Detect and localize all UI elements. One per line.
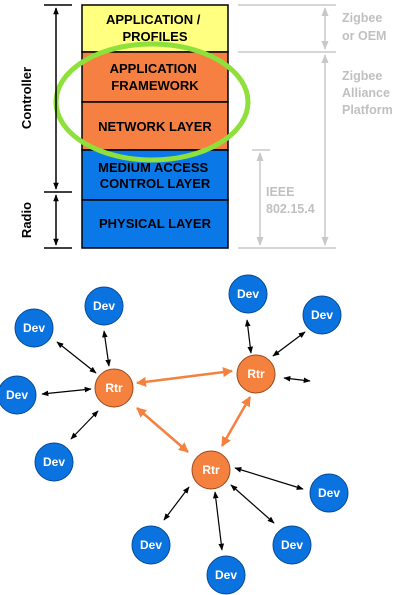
dev-link bbox=[272, 331, 306, 357]
dev-link bbox=[212, 491, 225, 551]
layer-network-box bbox=[81, 101, 229, 151]
router-node: Rtr bbox=[94, 368, 134, 408]
svg-text:Dev: Dev bbox=[43, 455, 65, 469]
rtr-link bbox=[136, 367, 233, 387]
rtr-link bbox=[136, 407, 189, 453]
dev-link bbox=[234, 467, 304, 490]
layer-framework-box bbox=[81, 51, 229, 103]
device-node: Dev bbox=[309, 473, 349, 513]
layer-framework-label: APPLICATION FRAMEWORK bbox=[110, 61, 201, 93]
svg-text:Dev: Dev bbox=[281, 538, 303, 552]
device-node: Dev bbox=[84, 286, 124, 326]
svg-text:Dev: Dev bbox=[215, 568, 237, 582]
dev-link bbox=[283, 375, 311, 384]
router-node: Rtr bbox=[236, 354, 276, 394]
dev-link bbox=[56, 341, 97, 374]
ieee-label: IEEE 802.15.4 bbox=[266, 185, 315, 216]
svg-text:Rtr: Rtr bbox=[247, 367, 265, 381]
layer-network-label: NETWORK LAYER bbox=[98, 119, 212, 134]
layer-phy-label: PHYSICAL LAYER bbox=[99, 216, 212, 231]
svg-text:Dev: Dev bbox=[311, 308, 333, 322]
dev-link bbox=[70, 410, 99, 440]
layer-phy-box bbox=[81, 199, 229, 249]
svg-text:Dev: Dev bbox=[318, 486, 340, 500]
svg-text:Rtr: Rtr bbox=[105, 381, 123, 395]
svg-text:Dev: Dev bbox=[140, 538, 162, 552]
svg-text:Dev: Dev bbox=[23, 321, 45, 335]
dev-link bbox=[244, 319, 254, 354]
dev-link bbox=[102, 330, 111, 367]
dev-link bbox=[41, 386, 92, 397]
router-node: Rtr bbox=[191, 450, 231, 490]
svg-text:Dev: Dev bbox=[6, 388, 28, 402]
svg-text:Dev: Dev bbox=[237, 287, 259, 301]
zigbee-alliance-label: Zigbee Alliance Platform bbox=[342, 69, 393, 117]
left-brackets: Controller Radio bbox=[19, 4, 72, 249]
device-node: Dev bbox=[302, 295, 342, 335]
device-node: Dev bbox=[272, 525, 312, 565]
protocol-stack: APPLICATION / PROFILES APPLICATION FRAME… bbox=[53, 4, 251, 249]
controller-label: Controller bbox=[19, 67, 34, 129]
svg-text:Rtr: Rtr bbox=[202, 463, 220, 477]
dev-link bbox=[163, 486, 190, 521]
device-node: Dev bbox=[0, 375, 37, 415]
device-node: Dev bbox=[206, 555, 246, 595]
zigbee-oem-label: Zigbee or OEM bbox=[342, 11, 386, 43]
dev-link bbox=[230, 484, 275, 524]
rtr-link bbox=[220, 396, 252, 447]
device-node: Dev bbox=[131, 525, 171, 565]
radio-label: Radio bbox=[19, 202, 34, 238]
device-node: Dev bbox=[228, 274, 268, 314]
device-node: Dev bbox=[34, 442, 74, 482]
right-brackets: Zigbee or OEM Zigbee Alliance Platform I… bbox=[238, 4, 393, 249]
svg-text:Dev: Dev bbox=[93, 299, 115, 313]
layer-profiles-label: APPLICATION / PROFILES bbox=[106, 12, 204, 44]
device-node: Dev bbox=[14, 308, 54, 348]
mesh-network: Rtr Rtr Rtr Dev Dev Dev Dev Dev bbox=[0, 274, 349, 595]
layer-mac-label: MEDIUM ACCESS CONTROL LAYER bbox=[98, 160, 212, 191]
